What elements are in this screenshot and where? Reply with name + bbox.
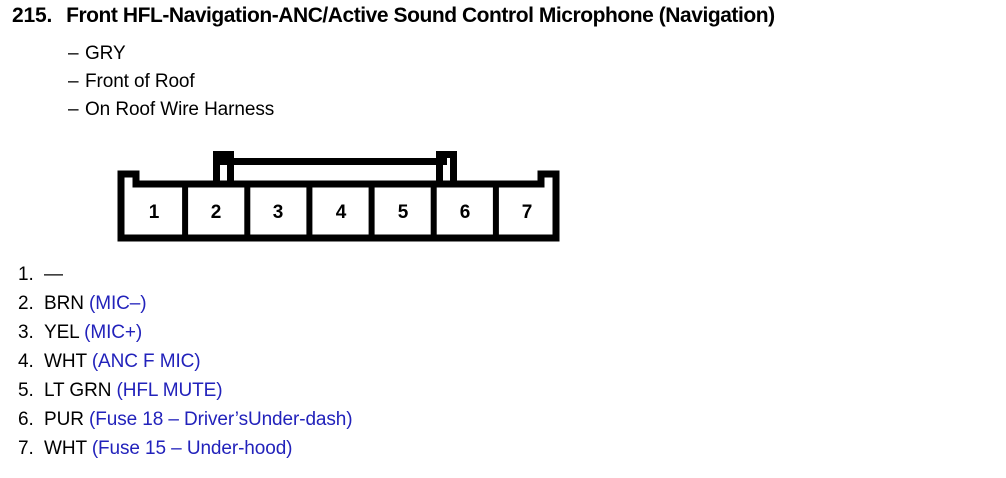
pin-index: 6. [18, 409, 34, 430]
connector-latch-bar [220, 158, 447, 165]
pin-index: 1. [18, 264, 34, 285]
pin-row-3: 3. YEL (MIC+) [18, 318, 352, 347]
latch-crossbar [220, 158, 447, 165]
pin-index: 3. [18, 322, 34, 343]
heading-number: 215. [12, 4, 53, 27]
pin-circuit-name: (MIC–) [89, 293, 147, 314]
connector-shell-path [117, 170, 560, 242]
pin-wire-color: WHT [44, 438, 87, 459]
connector-diagram: 1 2 3 4 5 6 7 [113, 140, 573, 245]
pin-circuit-name: (ANC F MIC) [91, 351, 201, 372]
pin-row-6: 6. PUR (Fuse 18 – Driver’sUnder-dash) [18, 405, 353, 434]
pin-wire-color: BRN [44, 293, 84, 314]
list-item-label: On Roof Wire Harness [85, 99, 275, 120]
dash-marker: – [68, 43, 79, 64]
heading-title: Front HFL-Navigation-ANC/Active Sound Co… [66, 4, 775, 27]
connector-body [117, 170, 560, 242]
connector-pin-numbers: 1 2 3 4 5 6 7 [149, 202, 533, 223]
pin-row-2: 2. BRN (MIC–) [18, 289, 352, 318]
pin-number-5: 5 [398, 202, 409, 223]
latch-post-right-path [436, 151, 457, 184]
list-item-label: GRY [85, 43, 126, 64]
pin-circuit-name: (Fuse 18 – Driver’sUnder-dash) [89, 409, 353, 430]
pin-number-3: 3 [273, 202, 284, 223]
connector-outline-svg: 1 2 3 4 5 6 7 [117, 151, 560, 242]
pin-row-5: 5. LT GRN (HFL MUTE) [18, 376, 352, 405]
pin-index: 4. [18, 351, 34, 372]
cavity-divider [306, 184, 313, 238]
list-item-label: Front of Roof [85, 71, 195, 92]
pin-wire-color: — [44, 264, 63, 285]
connector-attributes-list: –GRY –Front of Roof –On Roof Wire Harnes… [68, 40, 274, 124]
pin-circuit-name: (HFL MUTE) [116, 380, 223, 401]
pin-wire-color: PUR [44, 409, 84, 430]
list-item: –On Roof Wire Harness [68, 96, 274, 124]
list-item: –Front of Roof [68, 68, 274, 96]
pin-wire-color: WHT [44, 351, 87, 372]
cavity-divider [430, 184, 437, 238]
cavity-divider [182, 184, 189, 238]
connector-latch-post-left [213, 151, 234, 184]
pin-wire-color: YEL [44, 322, 79, 343]
pin-row-1: 1. — [18, 260, 352, 289]
connector-latch-post-right [436, 151, 457, 184]
pin-wire-color: LT GRN [44, 380, 112, 401]
pin-number-6: 6 [460, 202, 471, 223]
pin-index: 2. [18, 293, 34, 314]
page-title: 215. Front HFL-Navigation-ANC/Active Sou… [12, 4, 775, 28]
pin-number-2: 2 [211, 202, 222, 223]
pin-circuit-name: (Fuse 15 – Under-hood) [91, 438, 293, 459]
latch-post-left-path [213, 151, 234, 184]
list-item: –GRY [68, 40, 274, 68]
pin-assignment-list: 1. — 2. BRN (MIC–) 3. YEL (MIC+) 4. WHT (ANC… [18, 260, 353, 463]
cavity-divider [244, 184, 251, 238]
dash-marker: – [68, 99, 79, 120]
pin-index: 5. [18, 380, 34, 401]
cavity-divider [368, 184, 375, 238]
pin-number-7: 7 [522, 202, 533, 223]
pin-index: 7. [18, 438, 34, 459]
pin-row-4: 4. WHT (ANC F MIC) [18, 347, 352, 376]
dash-marker: – [68, 71, 79, 92]
connector-cavity-dividers [182, 184, 499, 238]
pin-number-1: 1 [149, 202, 160, 223]
pin-circuit-name: (MIC+) [84, 322, 143, 343]
pin-number-4: 4 [336, 202, 347, 223]
pin-row-7: 7. WHT (Fuse 15 – Under-hood) [18, 434, 352, 463]
cavity-divider [492, 184, 499, 238]
